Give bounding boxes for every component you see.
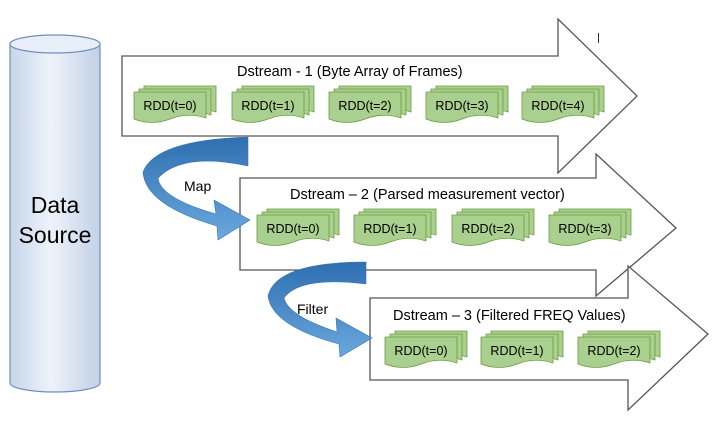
rdd-block: RDD(t=1) [353,208,442,249]
dstream-3-title: Dstream – 3 (Filtered FREQ Values) [393,308,626,324]
rdd-block: RDD(t=2) [577,330,666,371]
data-source-cylinder [9,34,101,393]
rdd-stack-shape [328,85,412,123]
rdd-stack-shape [521,85,605,123]
rdd-label: RDD(t=1) [241,99,295,113]
rdd-label: RDD(t=4) [531,99,585,113]
data-source-label-line1: Data [30,192,80,218]
rdd-label: RDD(t=2) [461,222,515,236]
rdd-label: RDD(t=3) [558,222,612,236]
map-curve-arrow [142,136,251,241]
rdd-block: RDD(t=1) [480,330,569,371]
map-label: Map [184,178,212,194]
rdd-stack-shape [353,208,437,246]
rdd-label: RDD(t=3) [435,99,489,113]
rdd-stack-shape [133,85,217,123]
filter-label: Filter [297,301,329,317]
divider-tick [598,33,599,43]
rdd-label: RDD(t=0) [266,222,320,236]
rdd-block: RDD(t=2) [328,85,417,126]
rdd-block: RDD(t=1) [231,85,320,126]
rdd-block: RDD(t=0) [133,85,222,126]
rdd-label: RDD(t=0) [394,344,448,358]
rdd-stack-shape [577,330,661,368]
rdd-block: RDD(t=0) [384,330,473,371]
rdd-stack-shape [480,330,564,368]
dstream-2-title: Dstream – 2 (Parsed measurement vector) [290,187,565,203]
rdd-stack-shape [425,85,509,123]
rdd-block: RDD(t=4) [521,85,610,126]
rdd-label: RDD(t=0) [143,99,197,113]
rdd-label: RDD(t=2) [587,344,641,358]
rdd-label: RDD(t=1) [363,222,417,236]
rdd-block: RDD(t=0) [256,208,345,249]
rdd-stack-shape [384,330,468,368]
rdd-label: RDD(t=2) [338,99,392,113]
rdd-stack-shape [256,208,340,246]
filter-curve-arrow [267,261,373,358]
rdd-stack-shape [548,208,632,246]
rdd-block: RDD(t=2) [451,208,540,249]
rdd-label: RDD(t=1) [490,344,544,358]
rdd-block: RDD(t=3) [425,85,514,126]
rdd-block: RDD(t=3) [548,208,637,249]
dstream-1-title: Dstream - 1 (Byte Array of Frames) [237,64,463,80]
rdd-stack-shape [231,85,315,123]
data-source-label-line2: Source [18,222,92,248]
rdd-stack-shape [451,208,535,246]
